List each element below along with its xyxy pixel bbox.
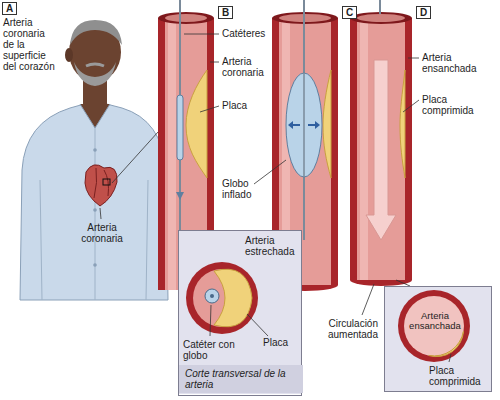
part-label: Globo inflado bbox=[222, 178, 270, 200]
plaque-label: Placa bbox=[263, 337, 299, 348]
part-label: Catéteres bbox=[222, 28, 270, 39]
patient-figure bbox=[74, 62, 116, 86]
part-label: Arteria coronaria bbox=[70, 222, 134, 244]
patient-figure bbox=[65, 48, 73, 62]
leader-line bbox=[100, 208, 101, 219]
artery-panel-d bbox=[360, 18, 368, 280]
cross-section-narrowed bbox=[247, 314, 268, 336]
cross-section-narrowed bbox=[210, 294, 214, 298]
artery-panel-d bbox=[357, 18, 405, 280]
artery-panel-d bbox=[350, 18, 412, 280]
node-text: B bbox=[222, 7, 229, 18]
figure-title: Arteria coronaria de la superficie del c… bbox=[3, 17, 57, 72]
cross-section-inset: Arteria ensanchadaPlaca comprimida bbox=[384, 286, 492, 392]
artery-panel-b bbox=[165, 14, 207, 22]
artery-panel-c bbox=[323, 70, 331, 178]
artery-panel-c bbox=[286, 73, 322, 177]
artery-label: Arteria estrechada bbox=[245, 235, 301, 257]
catheter-label: Catéter con globo bbox=[183, 339, 243, 361]
artery-panel-c bbox=[303, 73, 305, 177]
leader-line bbox=[112, 132, 158, 183]
panel-letter: D bbox=[416, 6, 431, 19]
patient-figure bbox=[80, 104, 110, 128]
artery-panel-b bbox=[177, 95, 183, 160]
artery-panel-b bbox=[186, 70, 207, 178]
plaque-label: Placa comprimida bbox=[429, 365, 491, 387]
artery-panel-d bbox=[379, 0, 381, 14]
cross-section-narrowed bbox=[210, 305, 211, 336]
cross-section-narrowed bbox=[178, 230, 302, 394]
cross-section-narrowed bbox=[186, 262, 258, 334]
artery-panel-c bbox=[303, 0, 305, 240]
leader-line bbox=[362, 284, 374, 315]
leader-line bbox=[254, 160, 286, 184]
patient-figure bbox=[20, 101, 168, 300]
patient-figure bbox=[95, 128, 96, 300]
heart bbox=[103, 179, 110, 185]
patient-figure bbox=[93, 148, 97, 152]
part-label: Circulación aumentada bbox=[306, 318, 378, 340]
panel-letter: A bbox=[2, 2, 17, 15]
patient-figure bbox=[70, 20, 122, 45]
cross-section-narrowed bbox=[205, 289, 219, 303]
cross-section-inset: Arteria estrechadaCatéter con globo Placa… bbox=[178, 230, 302, 396]
artery-panel-d bbox=[357, 14, 405, 22]
artery-panel-b bbox=[176, 192, 184, 200]
heart bbox=[94, 168, 109, 198]
inset-caption: Corte transversal de la arteria bbox=[179, 365, 303, 393]
leader-line bbox=[210, 62, 219, 63]
artery-panel-b bbox=[168, 18, 176, 290]
cross-section-widened bbox=[398, 290, 470, 362]
patient-figure bbox=[86, 64, 104, 66]
part-label: Arteria coronaria bbox=[222, 56, 270, 78]
part-label: Placa bbox=[222, 100, 262, 111]
leader-line bbox=[200, 106, 219, 112]
artery-panel-d bbox=[400, 70, 405, 178]
heart bbox=[85, 165, 117, 206]
artery-label: Arteria ensanchada bbox=[405, 311, 465, 332]
artery-panel-c bbox=[292, 124, 316, 126]
cross-section-widened bbox=[404, 296, 464, 356]
part-label: Placa comprimida bbox=[422, 94, 496, 116]
artery-panel-b bbox=[158, 12, 214, 24]
patient-figure bbox=[93, 208, 97, 212]
cross-section-narrowed bbox=[214, 269, 252, 327]
cross-section-widened bbox=[429, 331, 464, 356]
cross-section-widened bbox=[384, 286, 492, 392]
node-text: A bbox=[6, 3, 13, 14]
patient-figure bbox=[93, 263, 97, 267]
panel-letter: C bbox=[342, 6, 357, 19]
node-text: C bbox=[346, 7, 353, 18]
leader-line bbox=[408, 58, 419, 59]
leader-line bbox=[403, 100, 419, 112]
heart bbox=[85, 165, 117, 206]
artery-panel-c bbox=[288, 121, 320, 129]
leader-line bbox=[184, 34, 219, 35]
artery-panel-d bbox=[366, 60, 396, 240]
node-text: D bbox=[420, 7, 427, 18]
part-label: Arteria ensanchada bbox=[422, 52, 496, 74]
cross-section-widened bbox=[384, 286, 492, 392]
cross-section-narrowed bbox=[193, 269, 251, 327]
cross-section-narrowed bbox=[178, 230, 302, 394]
cross-section-widened bbox=[449, 354, 451, 362]
artery-panel-d bbox=[350, 0, 412, 286]
panel-letter: B bbox=[218, 6, 233, 19]
